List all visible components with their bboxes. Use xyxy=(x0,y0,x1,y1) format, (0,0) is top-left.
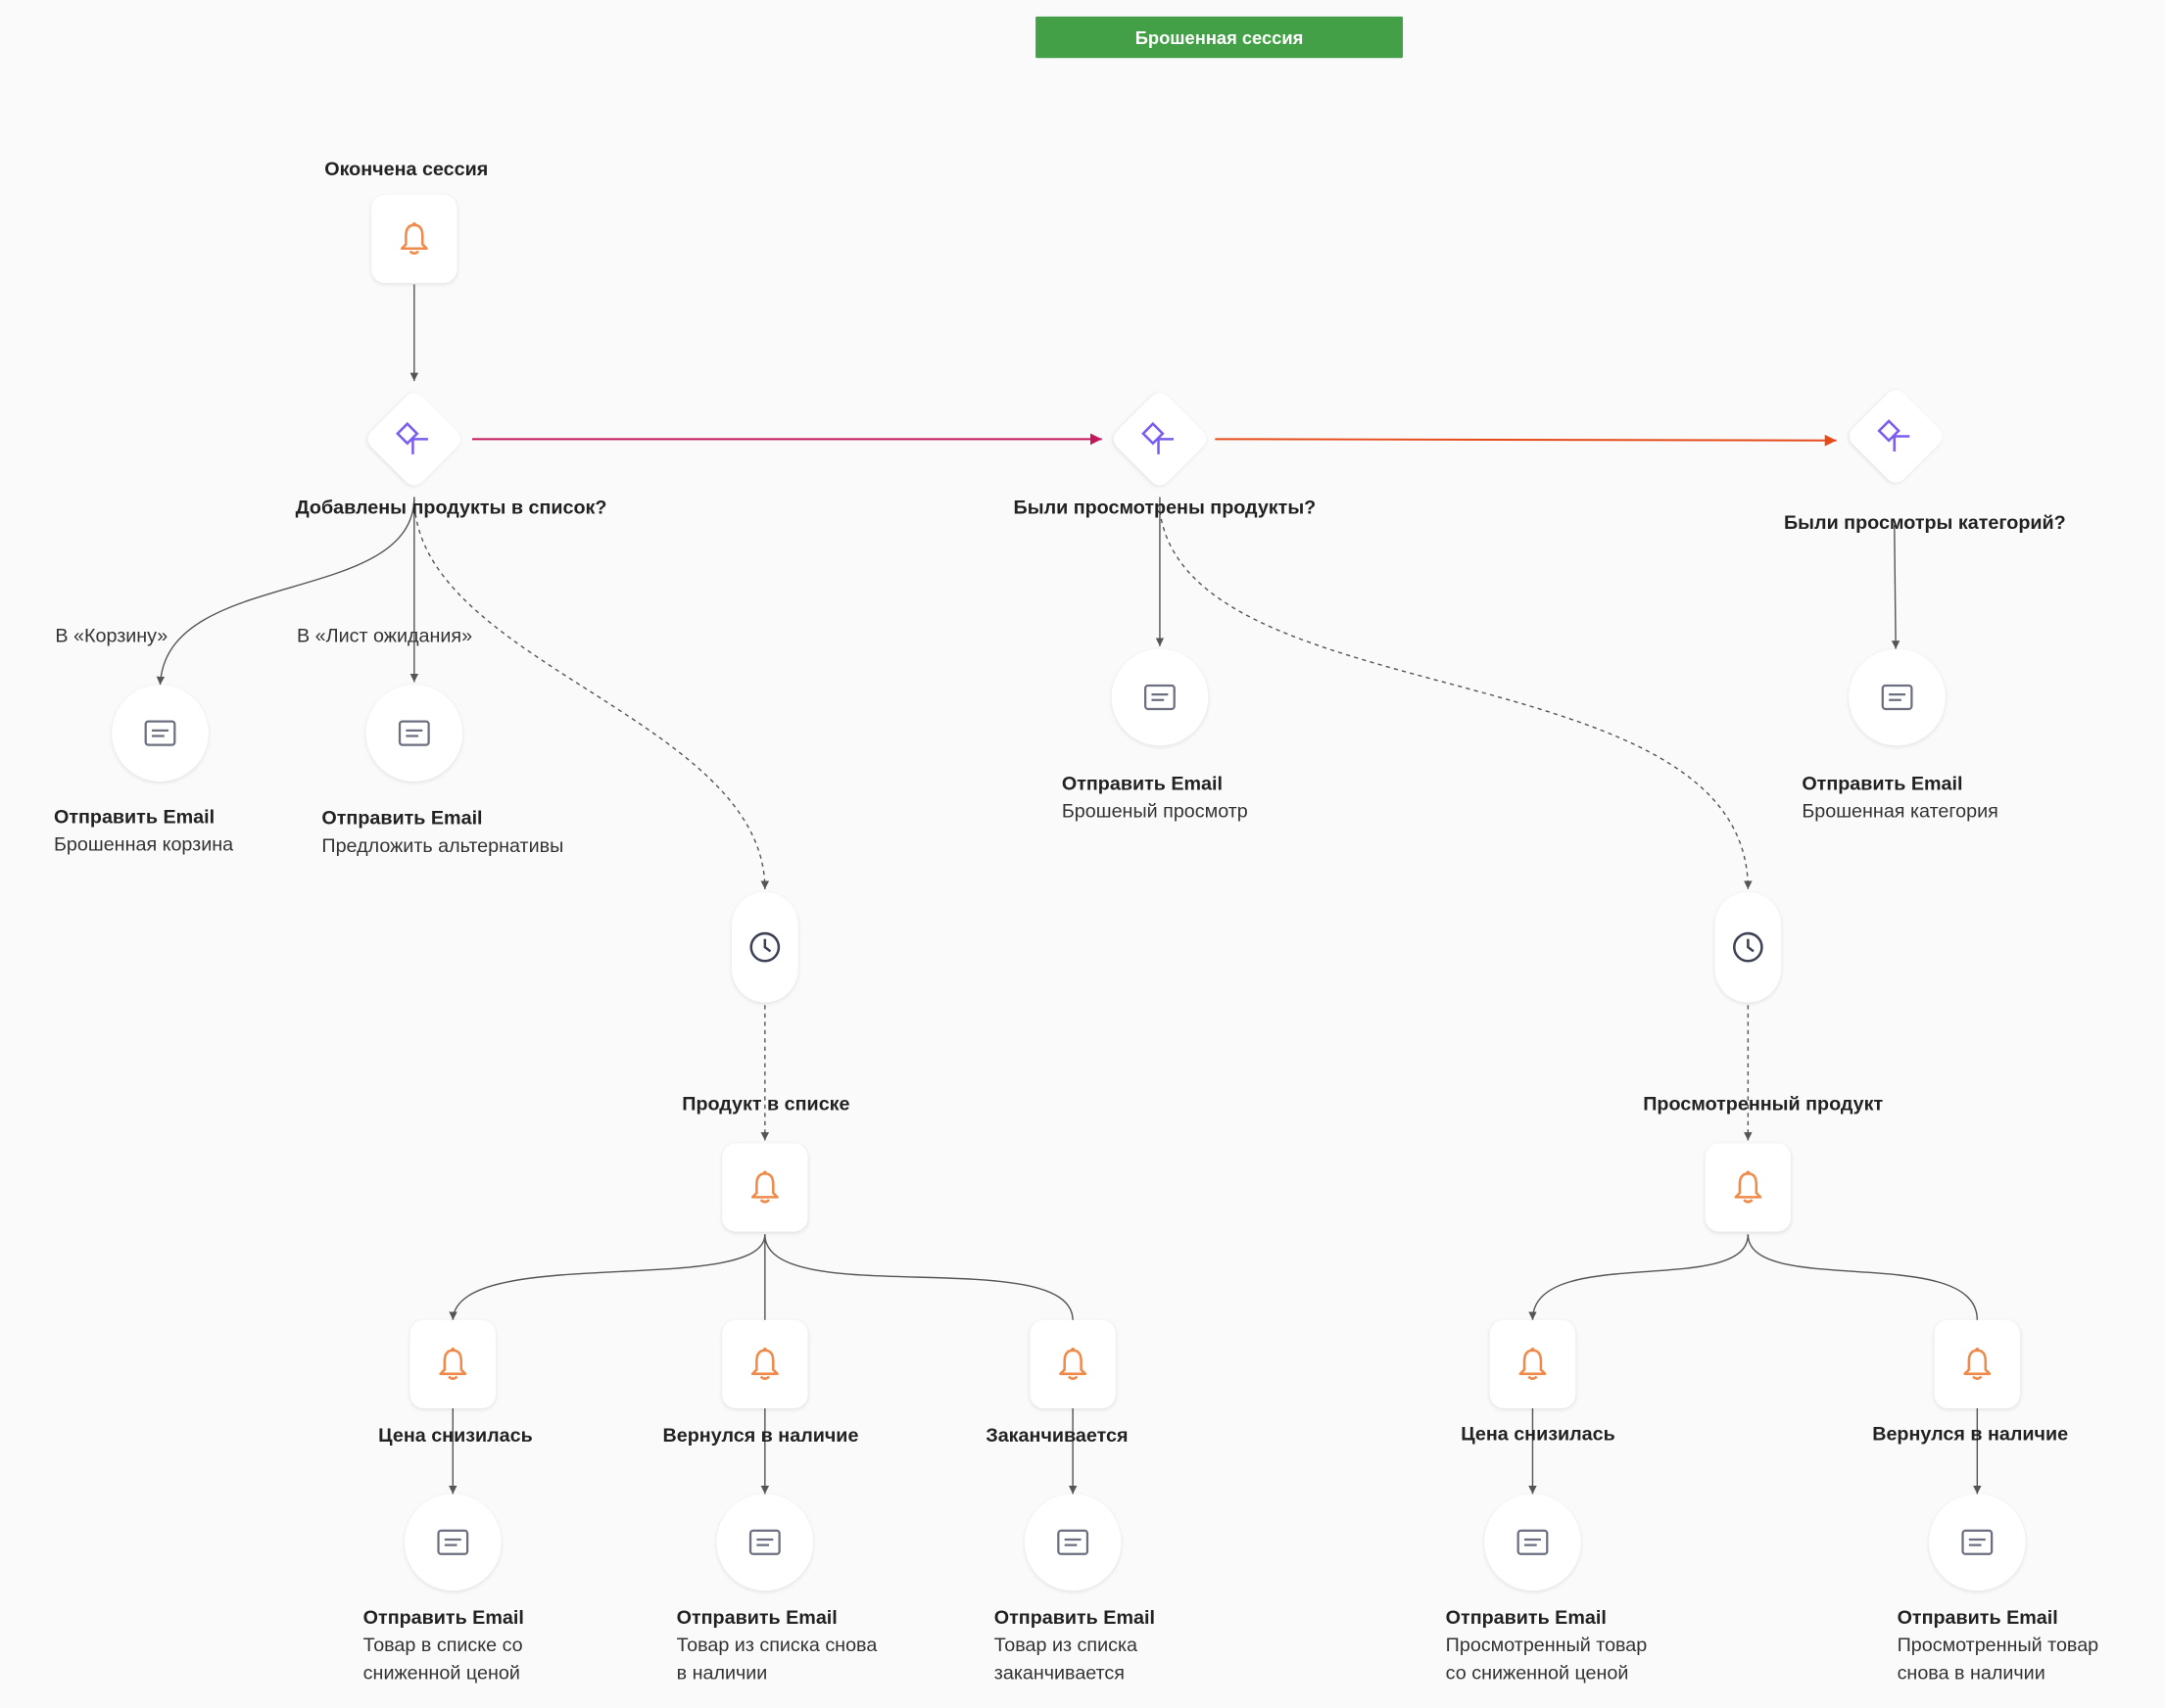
email-viewed-node[interactable] xyxy=(1111,648,1209,746)
email-price-drop-left-node[interactable] xyxy=(404,1494,502,1591)
email-back-in-stock-left-node[interactable] xyxy=(716,1494,814,1591)
email-line2: снова в наличии xyxy=(1897,1661,2045,1684)
email-line2: сниженной ценой xyxy=(362,1661,520,1684)
branch-icon xyxy=(396,421,428,454)
condition-category-views[interactable] xyxy=(1845,385,1947,488)
message-icon xyxy=(1881,684,1913,711)
trigger-price-drop-right[interactable] xyxy=(1489,1319,1576,1409)
bell-icon xyxy=(400,221,428,255)
condition-viewed-label: Были просмотрены продукты? xyxy=(1013,496,1317,518)
edge-label-waitlist: В «Лист ожидания» xyxy=(297,624,473,646)
email-subtitle: Брошенная корзина xyxy=(53,832,234,855)
email-title: Отправить Email xyxy=(1061,772,1224,794)
message-icon xyxy=(1516,1529,1549,1555)
email-title: Отправить Email xyxy=(993,1605,1155,1629)
email-title: Отправить Email xyxy=(1445,1605,1607,1629)
condition-products-added[interactable] xyxy=(363,388,465,491)
email-title: Отправить Email xyxy=(1897,1605,2058,1629)
bell-icon xyxy=(1059,1348,1087,1381)
email-line2: в наличии xyxy=(676,1661,768,1684)
email-line2: заканчивается xyxy=(993,1661,1125,1684)
bell-icon xyxy=(1963,1348,1992,1381)
email-title: Отправить Email xyxy=(1802,772,1963,794)
condition-category-label: Были просмотры категорий? xyxy=(1783,510,2066,534)
email-line1: Просмотренный товар xyxy=(1445,1633,1648,1656)
email-running-out-node[interactable] xyxy=(1024,1494,1122,1591)
wait-node-left[interactable] xyxy=(732,891,798,1003)
clock-icon xyxy=(1732,931,1763,963)
email-line2: со сниженной ценой xyxy=(1445,1661,1629,1684)
back-in-stock-left-label: Вернулся в наличие xyxy=(662,1423,859,1447)
price-drop-left-label: Цена снизилась xyxy=(378,1423,533,1447)
wait-node-right[interactable] xyxy=(1714,891,1782,1003)
bell-icon xyxy=(1734,1170,1762,1204)
condition-viewed-products[interactable] xyxy=(1109,388,1211,491)
email-title: Отправить Email xyxy=(362,1605,524,1629)
email-cart-node[interactable] xyxy=(112,685,209,782)
email-line1: Товар из списка снова xyxy=(676,1633,878,1656)
message-icon xyxy=(144,720,176,746)
email-title: Отправить Email xyxy=(53,804,216,828)
viewed-product-trigger[interactable] xyxy=(1705,1143,1792,1232)
back-in-stock-right-label: Вернулся в наличие xyxy=(1872,1422,2069,1445)
edge-label-cart: В «Корзину» xyxy=(55,624,168,646)
branch-icon xyxy=(1877,419,1910,452)
email-title: Отправить Email xyxy=(321,806,483,829)
email-waitlist-node[interactable] xyxy=(365,685,463,782)
message-icon xyxy=(1961,1529,1994,1555)
email-subtitle: Брошенная категория xyxy=(1802,799,1998,822)
product-in-list-trigger[interactable] xyxy=(722,1143,808,1232)
message-icon xyxy=(1057,1529,1089,1555)
running-out-label: Заканчивается xyxy=(986,1423,1129,1447)
trigger-price-drop-left[interactable] xyxy=(409,1319,496,1409)
trigger-back-in-stock-left[interactable] xyxy=(722,1319,808,1409)
email-back-in-stock-right-node[interactable] xyxy=(1928,1494,2026,1591)
email-price-drop-right-node[interactable] xyxy=(1484,1494,1581,1591)
bell-icon xyxy=(750,1170,779,1204)
email-line1: Товар из списка xyxy=(993,1633,1138,1656)
email-subtitle: Предложить альтернативы xyxy=(321,833,564,857)
message-icon xyxy=(748,1529,781,1555)
bell-icon xyxy=(1518,1348,1547,1381)
session-end-trigger[interactable] xyxy=(371,194,457,284)
email-title: Отправить Email xyxy=(676,1605,838,1629)
branch-icon xyxy=(1141,421,1175,454)
email-line1: Товар в списке со xyxy=(362,1633,523,1656)
product-in-list-label: Продукт в списке xyxy=(682,1092,850,1115)
viewed-product-label: Просмотренный продукт xyxy=(1643,1092,1884,1115)
email-category-node[interactable] xyxy=(1849,648,1946,746)
email-subtitle: Брошеный просмотр xyxy=(1061,799,1248,822)
condition-products-label: Добавлены продукты в список? xyxy=(295,496,607,518)
trigger-running-out[interactable] xyxy=(1030,1319,1116,1409)
message-icon xyxy=(398,720,430,746)
bell-icon xyxy=(439,1348,467,1381)
price-drop-right-label: Цена снизилась xyxy=(1461,1422,1615,1445)
message-icon xyxy=(1144,684,1176,711)
trigger-title: Окончена сессия xyxy=(324,157,489,180)
message-icon xyxy=(437,1529,469,1555)
flow-title-banner: Брошенная сессия xyxy=(1035,16,1403,59)
clock-icon xyxy=(749,931,781,963)
trigger-back-in-stock-right[interactable] xyxy=(1934,1319,2021,1409)
bell-icon xyxy=(750,1348,779,1381)
email-line1: Просмотренный товар xyxy=(1897,1633,2099,1656)
